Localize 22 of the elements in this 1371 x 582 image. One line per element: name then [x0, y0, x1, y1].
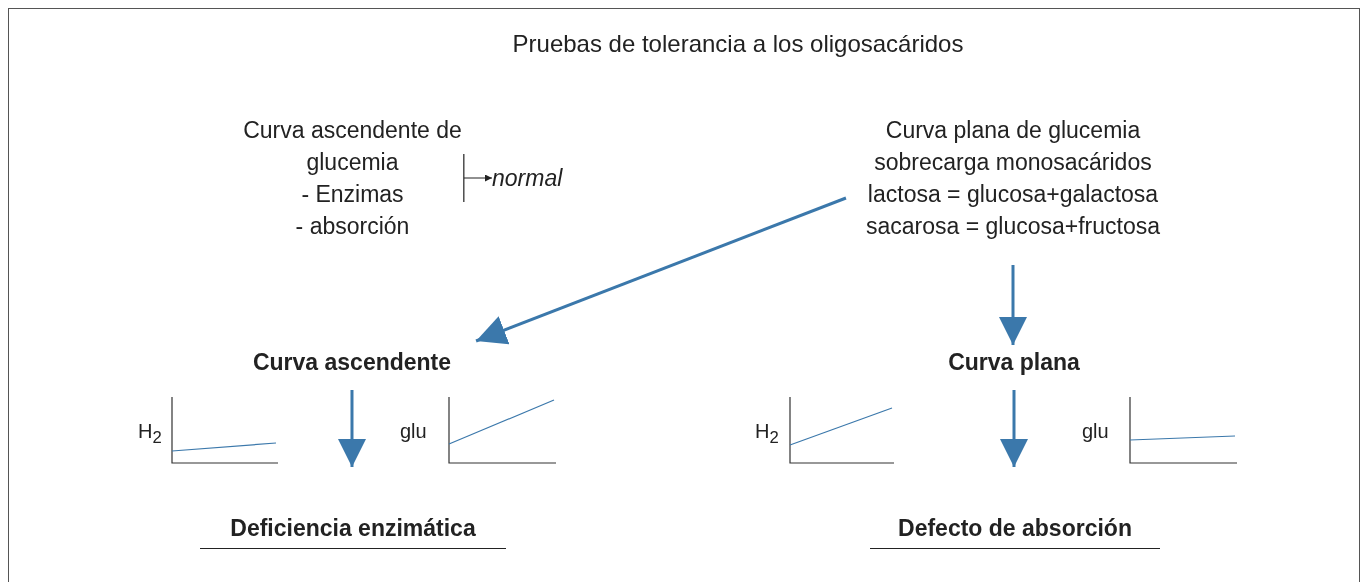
conclusion-text: Defecto de absorción	[870, 512, 1160, 549]
arrow	[338, 390, 366, 467]
arrow	[999, 265, 1027, 345]
description-text: Curva ascendente de glucemia	[242, 116, 463, 177]
heading: Curva plana	[947, 348, 1081, 377]
axis-label: glu	[400, 420, 427, 443]
arrow	[1000, 390, 1028, 467]
description-text: sobrecarga monosacáridos	[873, 148, 1153, 177]
arrow	[475, 196, 847, 345]
description-text: Curva plana de glucemia	[884, 116, 1142, 145]
heading: Curva ascendente	[251, 348, 453, 377]
equation-text: sacarosa = glucosa+fructosa	[864, 212, 1162, 241]
result-text: normal	[492, 164, 564, 193]
equation-text: lactosa = glucosa+galactosa	[866, 180, 1160, 209]
axis-label: H$_{2}$	[138, 420, 162, 448]
list-item: - absorción	[294, 212, 411, 241]
list-item: - Enzimas	[300, 180, 405, 209]
bracket-arrow	[463, 153, 493, 203]
conclusion-text: Deficiencia enzimática	[200, 512, 506, 549]
axis-label: glu	[1082, 420, 1109, 443]
diagram-title: Pruebas de tolerancia a los oligosacáridos	[511, 30, 965, 58]
axis-label: H$_{2}$	[755, 420, 779, 448]
